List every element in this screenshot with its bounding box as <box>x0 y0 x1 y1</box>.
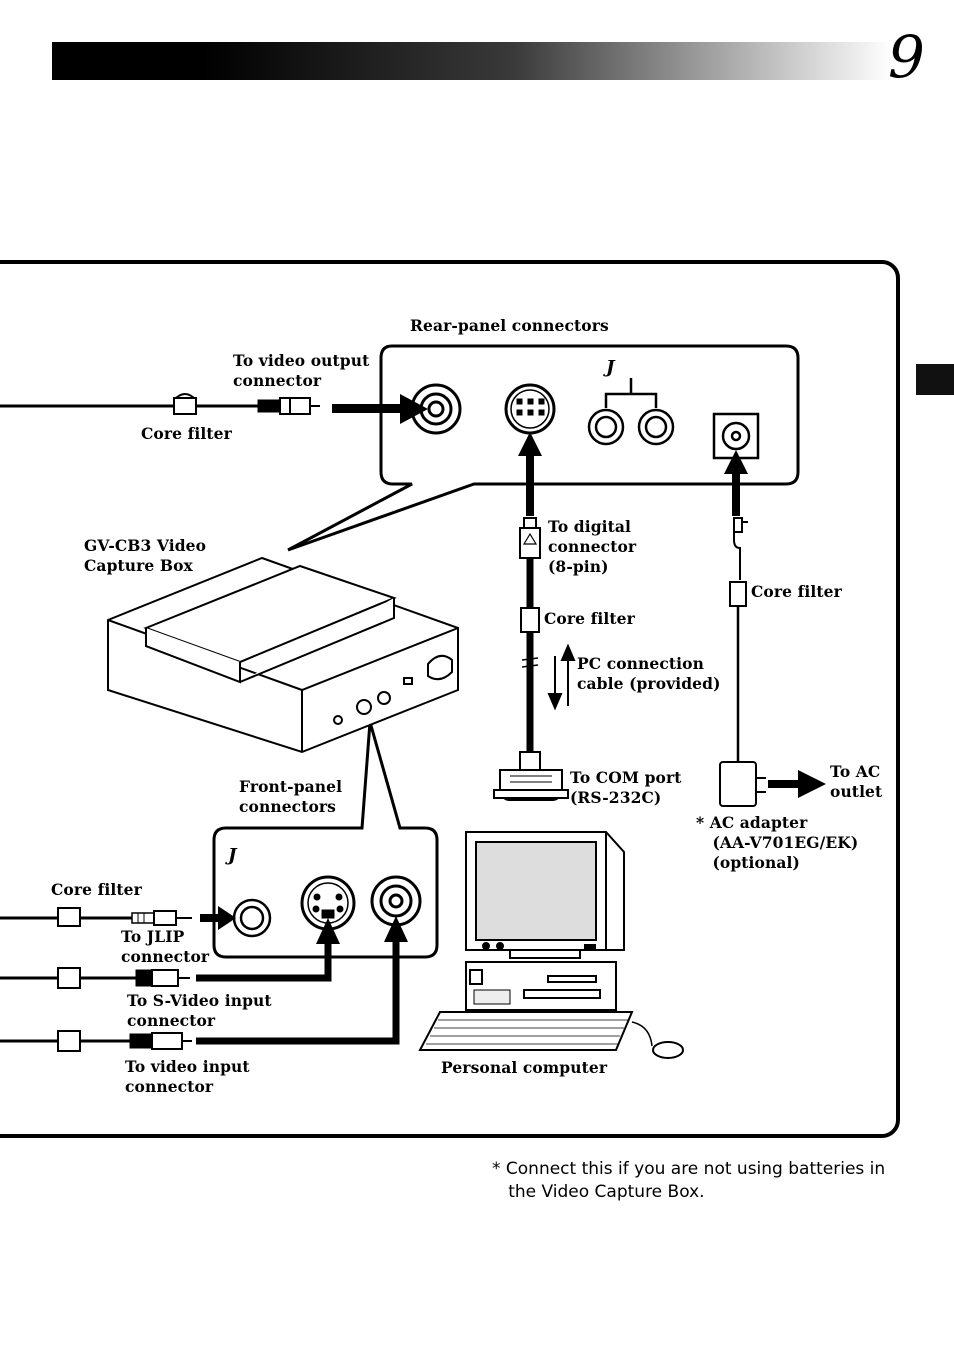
svideo-input-label: To S-Video input connector <box>127 991 272 1030</box>
video-output-label: To video output connector <box>233 351 370 390</box>
video-input-label: To video input connector <box>125 1057 250 1096</box>
digital-connector-label: To digital connector (8-pin) <box>548 517 637 576</box>
page-header-bar <box>52 42 892 80</box>
capture-box <box>107 556 459 754</box>
svideo-cable <box>0 938 332 989</box>
jlip-logo-rear: J <box>606 357 615 378</box>
ac-adapter-label: * AC adapter (AA-V701EG/EK) (optional) <box>696 813 859 872</box>
arrow-to-video-input <box>384 916 408 942</box>
ac-outlet-label: To AC outlet <box>830 762 883 801</box>
core-filter-label-mid: Core filter <box>544 609 635 628</box>
pc-cable-length-arrows <box>547 643 576 711</box>
rear-jlip-jacks <box>587 378 675 446</box>
section-tab <box>916 364 954 395</box>
rear-digital-connector <box>504 383 556 435</box>
diagram-frame <box>0 260 900 1138</box>
arrow-to-svideo-input <box>316 918 340 944</box>
arrow-to-ac-outlet <box>768 770 826 798</box>
jlip-logo-front: J <box>228 845 237 866</box>
core-filter-label-top: Core filter <box>141 424 232 443</box>
pc-connection-cable <box>493 517 569 801</box>
core-filter-label-right: Core filter <box>751 582 842 601</box>
com-port-label: To COM port (RS-232C) <box>570 768 682 807</box>
arrow-to-dc-jack <box>724 450 748 516</box>
video-input-cable <box>0 936 400 1052</box>
pc-cable-label: PC connection cable (provided) <box>577 654 721 693</box>
footnote: * Connect this if you are not using batt… <box>492 1159 886 1202</box>
rear-panel-label: Rear-panel connectors <box>410 316 609 335</box>
arrow-to-jlip <box>200 906 236 930</box>
personal-computer-label: Personal computer <box>441 1058 608 1077</box>
core-filter-label-left: Core filter <box>51 880 142 899</box>
page-number: 9 <box>888 23 925 91</box>
jlip-cable <box>0 907 192 927</box>
video-output-cable <box>0 393 320 415</box>
arrow-to-digital-connector <box>518 432 542 516</box>
capture-box-label: GV-CB3 Video Capture Box <box>84 536 207 575</box>
jlip-label: To JLIP connector <box>121 927 210 966</box>
ac-adapter-cable <box>719 517 766 807</box>
personal-computer <box>418 831 684 1059</box>
front-panel-label: Front-panel connectors <box>239 777 343 816</box>
arrow-to-video-output <box>332 394 428 424</box>
